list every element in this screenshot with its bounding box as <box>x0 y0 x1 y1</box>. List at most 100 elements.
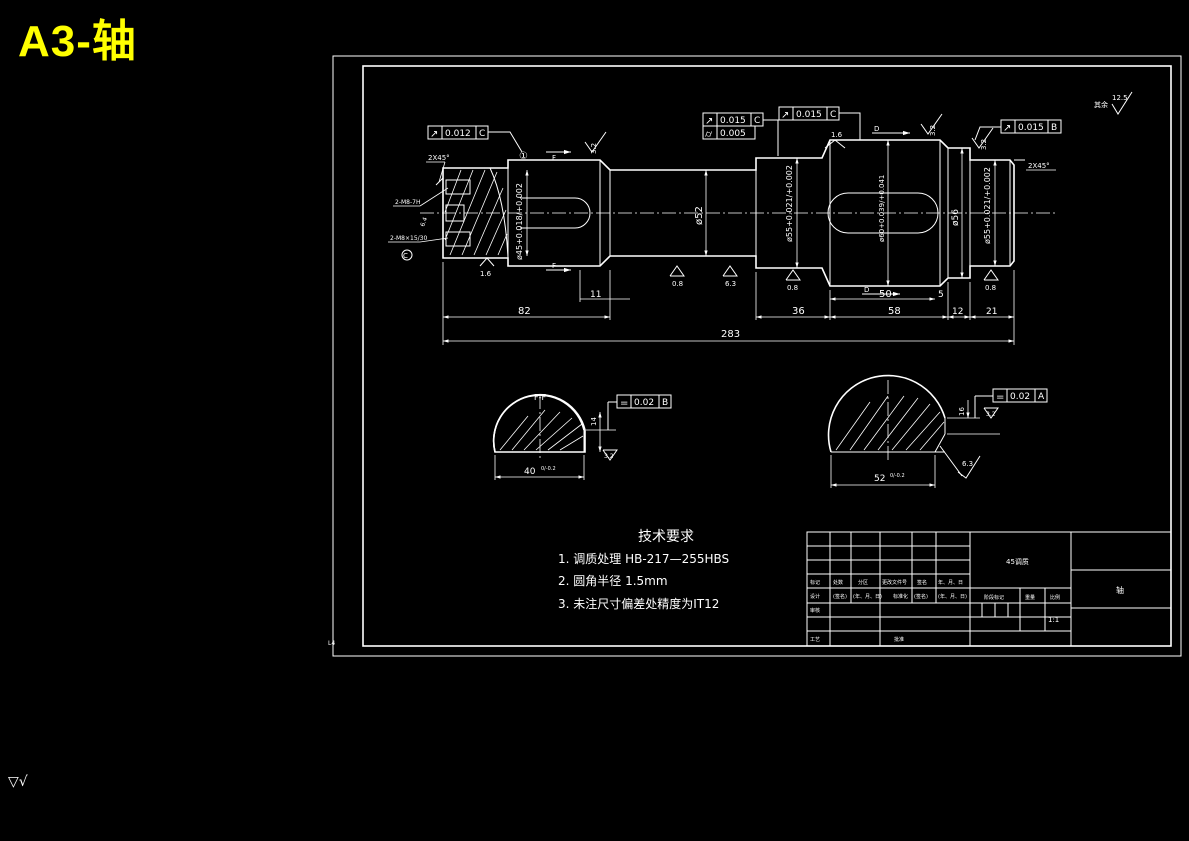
svg-text:(签名): (签名) <box>833 593 847 600</box>
svg-text:6.3: 6.3 <box>725 280 736 288</box>
surface-finish-rest: 其余 12.5 <box>1094 91 1133 115</box>
tech-requirements: 技术要求 1. 调质处理 HB-217—255HBS 2. 圆角半径 1.5mm… <box>558 529 729 611</box>
svg-text:D: D <box>874 125 879 133</box>
svg-text:0.8: 0.8 <box>985 284 996 292</box>
svg-text:B: B <box>662 398 668 408</box>
dim-283: 283 <box>721 329 740 340</box>
tol-frame-right-section: = 0.02 A <box>974 388 1048 418</box>
svg-text:3.2: 3.2 <box>986 411 996 418</box>
svg-text:3.2: 3.2 <box>980 139 988 150</box>
thread-label-2: 2-M8×15/30 <box>390 235 427 242</box>
svg-text:C: C <box>479 129 485 139</box>
dim-5: 5 <box>938 290 944 300</box>
svg-text:0.015: 0.015 <box>720 116 746 126</box>
svg-text:(年、月、日): (年、月、日) <box>938 593 967 600</box>
ff-depth: 14 <box>590 417 598 426</box>
partial-section-hatch <box>444 169 508 256</box>
svg-text:(年、月、日): (年、月、日) <box>853 593 882 600</box>
thread-hole-bottom <box>445 231 471 247</box>
tol-frame-left: ↗ 0.012 C <box>427 125 523 153</box>
shaft-main-view <box>420 139 1055 287</box>
svg-text:标记: 标记 <box>810 579 820 586</box>
dim-82: 82 <box>518 306 531 317</box>
section-ff: F-F 40 0/-0.2 14 3.2 = 0.02 B <box>492 393 672 480</box>
svg-text:0.8: 0.8 <box>672 280 683 288</box>
keyway-right <box>827 192 939 234</box>
bottom-symbol: ▽√ <box>8 774 28 790</box>
svg-text:批准: 批准 <box>894 636 904 643</box>
svg-text:(签名): (签名) <box>914 593 928 600</box>
hole-depth-label: 6.4 <box>419 216 429 228</box>
svg-text:0.02: 0.02 <box>1010 392 1030 402</box>
svg-text:⌭: ⌭ <box>705 129 713 140</box>
right-depth: 16 <box>958 407 966 416</box>
tech-req-item-1: 1. 调质处理 HB-217—255HBS <box>558 552 729 566</box>
svg-text:D: D <box>864 286 869 294</box>
svg-text:C: C <box>754 116 760 126</box>
svg-text:3.2: 3.2 <box>590 143 598 154</box>
svg-text:0.015: 0.015 <box>1018 123 1044 133</box>
svg-text:1.6: 1.6 <box>831 131 843 139</box>
dim-58: 58 <box>888 306 901 317</box>
svg-text:更改文件号: 更改文件号 <box>882 579 907 586</box>
diameter-dims: ø45+0.018/+0.002 ø52 ø55+0.021/+0.002 ø6… <box>515 140 997 286</box>
svg-text:6.3: 6.3 <box>962 460 973 468</box>
dim-d55-left: ø55+0.021/+0.002 <box>785 165 794 242</box>
svg-text:A: A <box>1038 392 1045 402</box>
circle-mark-label: ① <box>519 151 528 162</box>
ff-width-tol: 0/-0.2 <box>541 466 556 472</box>
section-arrows: F F D D <box>546 125 910 297</box>
corner-mark: L4 <box>328 640 335 647</box>
dim-d52: ø52 <box>694 206 705 225</box>
svg-text:分区: 分区 <box>858 579 868 586</box>
svg-text:=: = <box>996 392 1004 403</box>
dim-21: 21 <box>986 307 997 317</box>
svg-text:0.8: 0.8 <box>787 284 798 292</box>
svg-text:比例: 比例 <box>1050 594 1060 601</box>
right-width-tol: 0/-0.2 <box>890 473 905 479</box>
dim-d45: ø45+0.018/+0.002 <box>515 183 524 260</box>
chamfer-left-label: 2X45° <box>428 154 450 162</box>
dim-d56: ø56 <box>951 209 961 226</box>
svg-text:年、月、日: 年、月、日 <box>938 579 963 586</box>
tol-frame-ff: = 0.02 B <box>607 394 672 430</box>
svg-text:12.5: 12.5 <box>1112 94 1128 102</box>
svg-text:C: C <box>830 110 836 120</box>
svg-text:↗: ↗ <box>705 116 713 127</box>
svg-text:3.2: 3.2 <box>604 453 614 460</box>
ff-width: 40 <box>524 467 536 477</box>
partial-section-outline <box>442 167 509 259</box>
section-right: 52 0/-0.2 16 3.2 = 0.02 A 6.3 <box>827 374 1048 488</box>
title-block: 标记 处数 分区 更改文件号 签名 年、月、日 设计 (签名) (年、月、日) … <box>806 531 1172 647</box>
shaft-top-profile <box>442 139 1015 287</box>
svg-text:工艺: 工艺 <box>810 637 820 643</box>
svg-text:B: B <box>1051 123 1057 133</box>
svg-text:其余: 其余 <box>1094 100 1108 109</box>
tech-req-item-3: 3. 未注尺寸偏差处精度为IT12 <box>558 596 719 611</box>
svg-text:↗: ↗ <box>781 110 789 121</box>
svg-text:0.02: 0.02 <box>634 398 654 408</box>
dim-d60: ø60+0.039/+0.041 <box>878 175 886 242</box>
left-end-notes: 2X45° 2-M8-7H 2-M8×15/30 6.4 C ① 2X45° <box>388 151 1056 261</box>
svg-text:审核: 审核 <box>810 607 820 614</box>
svg-text:F: F <box>552 154 556 162</box>
svg-text:阶段标记: 阶段标记 <box>984 594 1004 601</box>
svg-text:设计: 设计 <box>810 593 820 600</box>
chamfer-right-label: 2X45° <box>1028 162 1050 170</box>
part-name: 轴 <box>1116 585 1124 595</box>
material: 45调质 <box>1006 557 1029 566</box>
svg-text:标准化: 标准化 <box>893 593 908 600</box>
length-dims: 82 11 36 58 50 5 12 21 283 <box>442 262 1015 345</box>
svg-text:0.015: 0.015 <box>796 110 822 120</box>
thread-hole-top <box>445 179 471 195</box>
tol-frame-mid: ↗ 0.015 C ⌭ 0.005 <box>702 112 779 156</box>
tol-frame-right: ↗ 0.015 B <box>974 119 1062 141</box>
svg-text:处数: 处数 <box>833 579 843 586</box>
svg-text:1.6: 1.6 <box>480 270 492 278</box>
inner-frame <box>362 65 1172 647</box>
dim-11: 11 <box>590 290 601 300</box>
thread-label-1: 2-M8-7H <box>395 199 420 206</box>
svg-text:↗: ↗ <box>1003 123 1011 134</box>
dim-12: 12 <box>952 307 963 317</box>
